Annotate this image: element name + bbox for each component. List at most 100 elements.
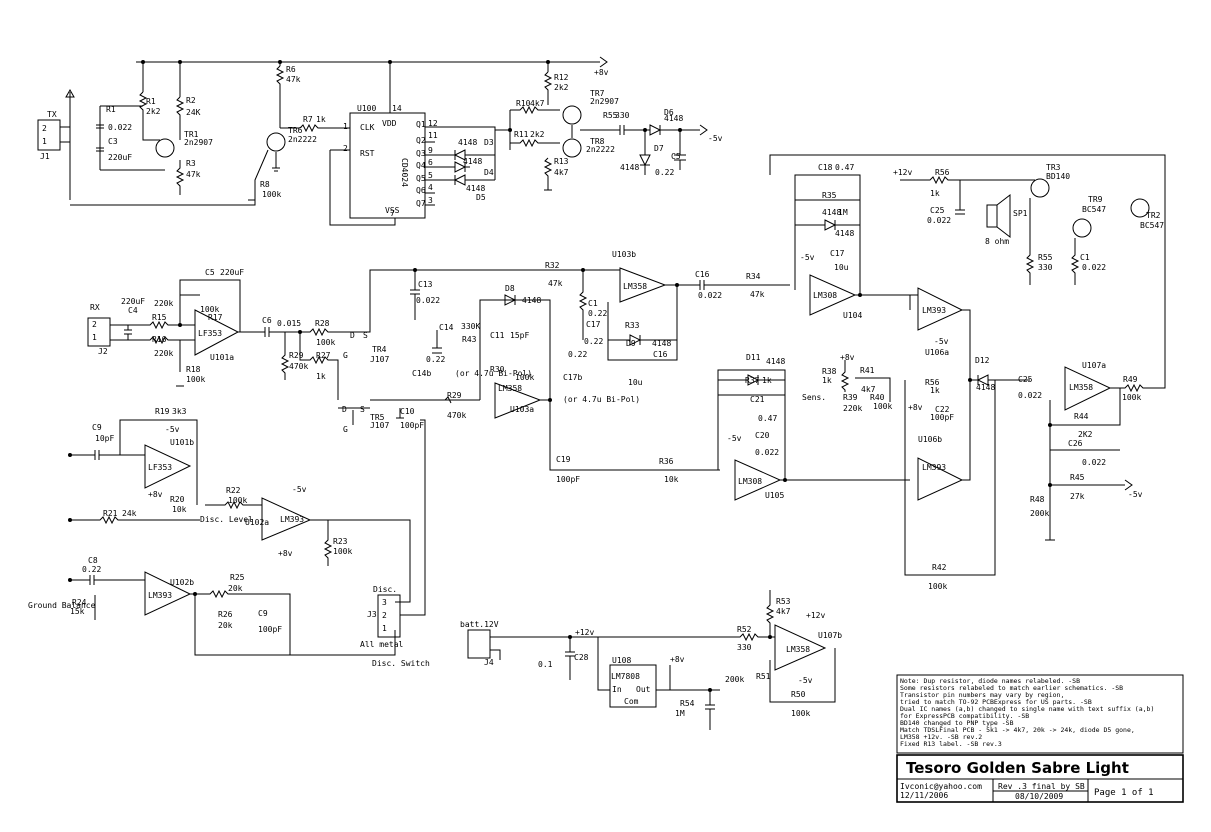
svg-text:U105: U105: [765, 491, 784, 500]
svg-text:4148: 4148: [522, 296, 541, 305]
svg-text:+8v: +8v: [670, 655, 685, 664]
svg-text:0.022: 0.022: [1082, 263, 1106, 272]
connector-j1: [37, 119, 61, 151]
svg-text:TR1: TR1: [184, 130, 199, 139]
svg-text:C17b: C17b: [563, 373, 582, 382]
c11-value: 100pF: [258, 625, 282, 634]
svg-text:C14: C14: [439, 323, 454, 332]
svg-text:LM393: LM393: [922, 306, 946, 315]
svg-text:R41: R41: [860, 366, 875, 375]
svg-text:27k: 27k: [1070, 492, 1085, 501]
connector-j2: [87, 317, 111, 347]
svg-text:1M: 1M: [675, 709, 685, 718]
svg-text:R44: R44: [1074, 412, 1089, 421]
svg-text:SP1: SP1: [1013, 209, 1028, 218]
svg-text:C17: C17: [586, 320, 601, 329]
svg-text:R34: R34: [746, 272, 761, 281]
author-email: Ivconic@yahoo.com: [900, 782, 982, 791]
svg-text:4148: 4148: [835, 229, 854, 238]
opamp-u105: [734, 459, 782, 501]
svg-text:TR9: TR9: [1088, 195, 1103, 204]
svg-text:TR7: TR7: [590, 89, 605, 98]
svg-text:R48: R48: [1030, 495, 1045, 504]
svg-text:RST: RST: [360, 149, 375, 158]
svg-text:C19: C19: [556, 455, 571, 464]
title-block: Tesoro Golden Sabre Light Ivconic@yahoo.…: [896, 754, 1184, 803]
note-line: Dual IC names (a,b) changed to single na…: [900, 705, 1154, 713]
c14-value: 0.22: [426, 355, 445, 364]
svg-text:R30: R30: [490, 365, 505, 374]
svg-text:U106b: U106b: [918, 435, 942, 444]
svg-text:U103b: U103b: [612, 250, 636, 259]
opamp-u101a: [194, 309, 240, 356]
svg-text:2: 2: [42, 124, 47, 133]
svg-text:D6: D6: [664, 108, 674, 117]
svg-text:U108: U108: [612, 656, 631, 665]
r8-value: 100k: [262, 190, 281, 199]
svg-text:4k7: 4k7: [530, 99, 545, 108]
c1-value: 0.022: [108, 123, 132, 132]
c15-value: 0.022: [416, 296, 440, 305]
svg-text:R21: R21: [103, 509, 118, 518]
svg-text:100k: 100k: [928, 582, 947, 591]
svg-text:D4: D4: [484, 168, 494, 177]
svg-text:TR5: TR5: [370, 413, 385, 422]
svg-text:VSS: VSS: [385, 206, 400, 215]
svg-text:10k: 10k: [664, 475, 679, 484]
svg-text:U102b: U102b: [170, 578, 194, 587]
svg-text:1: 1: [343, 122, 348, 131]
svg-text:-5v: -5v: [798, 676, 813, 685]
svg-text:-5v: -5v: [727, 434, 742, 443]
c26-value: 0.022: [1082, 458, 1106, 467]
svg-text:TR3: TR3: [1046, 163, 1061, 172]
svg-text:D5: D5: [476, 193, 486, 202]
rail-label: +8v: [594, 68, 609, 77]
svg-text:3k3: 3k3: [172, 407, 187, 416]
svg-text:G: G: [343, 351, 348, 360]
opamp-u107a: [1064, 366, 1112, 411]
note-line: Transistor pin numbers may vary by regio…: [900, 691, 1064, 699]
svg-text:0.015: 0.015: [277, 319, 301, 328]
svg-text:S: S: [363, 331, 368, 340]
transistor-tr1: [155, 138, 175, 158]
note-line: LM358 +12v. -SB rev.2: [900, 733, 982, 741]
svg-text:C13: C13: [418, 280, 433, 289]
svg-text:C10: C10: [400, 407, 415, 416]
svg-text:Q4: Q4: [416, 161, 426, 170]
svg-text:4148: 4148: [463, 157, 482, 166]
svg-text:C16: C16: [653, 350, 668, 359]
regulator-u108: [609, 664, 657, 708]
svg-text:U107b: U107b: [818, 631, 842, 640]
svg-text:100k: 100k: [1122, 393, 1141, 402]
svg-text:R38: R38: [822, 367, 837, 376]
svg-text:U106a: U106a: [925, 348, 949, 357]
svg-text:TR8: TR8: [590, 137, 605, 146]
r12-value: 4k7: [554, 168, 569, 177]
svg-text:D3: D3: [484, 138, 494, 147]
svg-text:2K2: 2K2: [1078, 430, 1093, 439]
c9-value: 10pF: [95, 434, 114, 443]
opamp-u103a: [494, 382, 542, 419]
c7-value: 220uF: [220, 268, 244, 277]
comparator-u102b: [144, 571, 192, 616]
svg-text:R8: R8: [260, 180, 270, 189]
c17-value: 0.22: [584, 337, 603, 346]
svg-text:CLK: CLK: [360, 123, 375, 132]
svg-text:R51: R51: [756, 672, 771, 681]
svg-text:1k: 1k: [762, 376, 772, 385]
u100-ref: U100: [357, 104, 376, 113]
svg-text:U103a: U103a: [510, 405, 534, 414]
svg-text:LM393: LM393: [280, 515, 304, 524]
svg-text:1k: 1k: [930, 386, 940, 395]
svg-text:-5v: -5v: [708, 134, 723, 143]
svg-text:4148: 4148: [664, 114, 683, 123]
svg-text:12: 12: [428, 119, 438, 128]
disc-level-label: Disc. Level: [200, 515, 253, 524]
svg-text:R23: R23: [333, 537, 348, 546]
transistor-tr8: [562, 138, 582, 158]
svg-text:C6: C6: [262, 316, 272, 325]
batt-label: batt.12V: [460, 620, 499, 629]
